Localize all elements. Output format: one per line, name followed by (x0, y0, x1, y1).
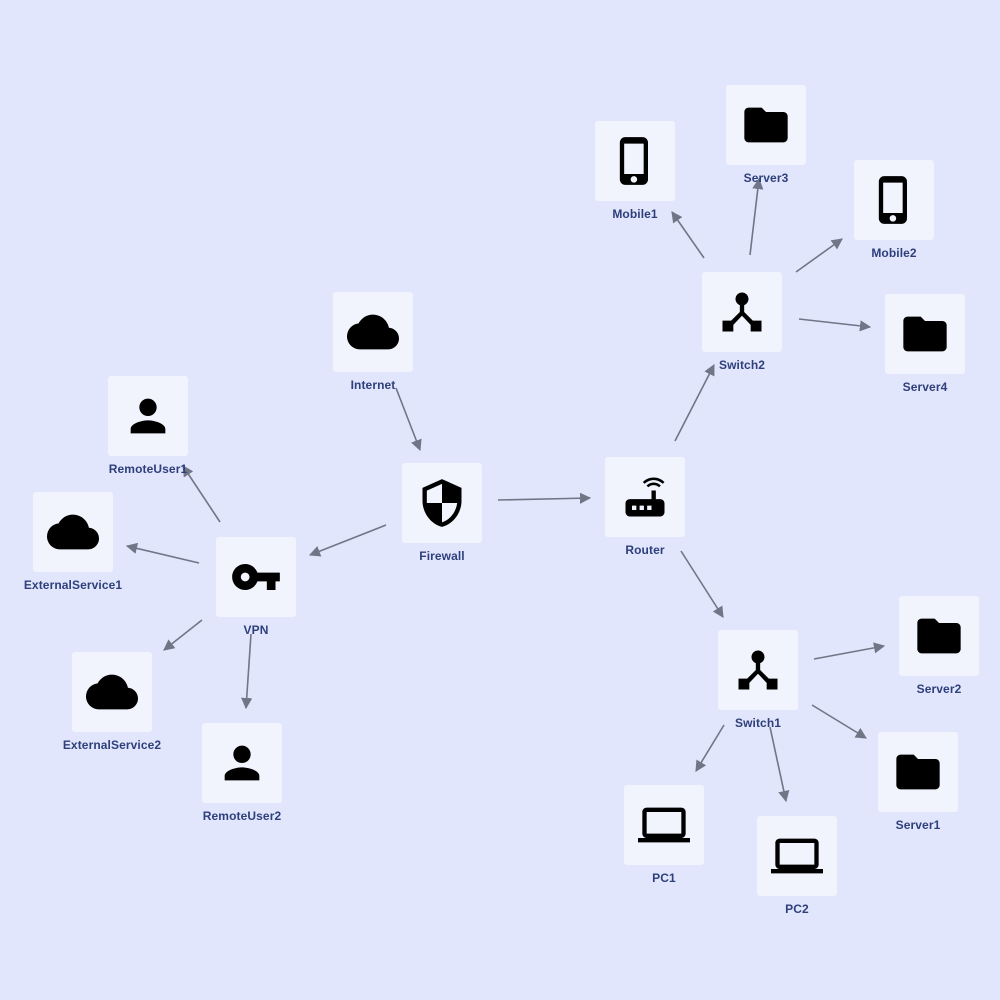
edge-switch1-pc2 (769, 726, 790, 803)
node-pc2[interactable]: PC2 (757, 816, 837, 916)
edge-firewall-vpn (308, 524, 387, 557)
edge-vpn-externalservice2 (163, 619, 203, 651)
node-label: ExternalService1 (23, 578, 123, 592)
node-label: RemoteUser1 (108, 462, 188, 476)
key-icon (230, 551, 282, 603)
node-box (216, 537, 296, 617)
node-box (854, 160, 934, 240)
edge-vpn-externalservice1 (125, 542, 200, 564)
laptop-icon (771, 830, 823, 882)
edge-vpn-remoteuser2 (241, 633, 253, 710)
node-box (885, 294, 965, 374)
node-label: Server2 (916, 682, 962, 696)
edge-switch1-pc1 (695, 724, 725, 772)
node-label: Firewall (419, 549, 465, 563)
node-switch2[interactable]: Switch2 (702, 272, 782, 372)
node-externalservice1[interactable]: ExternalService1 (24, 492, 122, 592)
node-remoteuser2[interactable]: RemoteUser2 (202, 723, 282, 823)
edge-switch2-server3 (749, 177, 764, 256)
node-server4[interactable]: Server4 (885, 294, 965, 394)
node-box (33, 492, 113, 572)
node-remoteuser1[interactable]: RemoteUser1 (108, 376, 188, 476)
node-label: RemoteUser2 (202, 809, 282, 823)
node-label: ExternalService2 (62, 738, 162, 752)
node-box (108, 376, 188, 456)
node-label: Internet (350, 378, 396, 392)
edge-switch2-mobile1 (671, 211, 705, 259)
node-server3[interactable]: Server3 (726, 85, 806, 185)
edge-switch1-server2 (813, 642, 886, 660)
folder-icon (892, 746, 944, 798)
folder-icon (740, 99, 792, 151)
node-mobile1[interactable]: Mobile1 (595, 121, 675, 221)
node-internet[interactable]: Internet (333, 292, 413, 392)
smartphone-icon (868, 174, 920, 226)
edge-vpn-remoteuser1 (182, 465, 221, 523)
node-box (878, 732, 958, 812)
folder-icon (913, 610, 965, 662)
node-firewall[interactable]: Firewall (402, 463, 482, 563)
node-label: Mobile1 (612, 207, 658, 221)
smartphone-icon (609, 135, 661, 187)
cloud-icon (86, 666, 138, 718)
laptop-icon (638, 799, 690, 851)
node-box (333, 292, 413, 372)
edge-switch1-server1 (811, 704, 867, 739)
edge-firewall-router (497, 492, 592, 504)
node-box (718, 630, 798, 710)
cloud-icon (47, 506, 99, 558)
node-box (202, 723, 282, 803)
node-box (624, 785, 704, 865)
node-vpn[interactable]: VPN (216, 537, 296, 637)
edge-internet-firewall (395, 387, 422, 452)
edge-router-switch2 (674, 364, 715, 442)
cloud-icon (347, 306, 399, 358)
shield-icon (416, 477, 468, 529)
switch-icon (732, 644, 784, 696)
node-pc1[interactable]: PC1 (624, 785, 704, 885)
edge-switch2-mobile2 (795, 238, 843, 273)
node-label: PC1 (652, 871, 676, 885)
node-server1[interactable]: Server1 (878, 732, 958, 832)
node-box (605, 457, 685, 537)
node-label: Mobile2 (871, 246, 917, 260)
node-box (72, 652, 152, 732)
node-externalservice2[interactable]: ExternalService2 (63, 652, 161, 752)
node-label: Router (625, 543, 665, 557)
node-box (402, 463, 482, 543)
node-label: Server3 (743, 171, 789, 185)
switch-icon (716, 286, 768, 338)
person-icon (216, 737, 268, 789)
person-icon (122, 390, 174, 442)
node-switch1[interactable]: Switch1 (718, 630, 798, 730)
node-label: Switch2 (718, 358, 766, 372)
folder-icon (899, 308, 951, 360)
edge-router-switch1 (680, 550, 724, 618)
node-box (757, 816, 837, 896)
node-label: PC2 (785, 902, 809, 916)
node-label: Server1 (895, 818, 941, 832)
node-router[interactable]: Router (605, 457, 685, 557)
node-box (726, 85, 806, 165)
node-box (899, 596, 979, 676)
node-label: VPN (243, 623, 269, 637)
router-icon (619, 471, 671, 523)
edge-switch2-server4 (798, 318, 872, 332)
node-box (702, 272, 782, 352)
node-label: Switch1 (734, 716, 782, 730)
node-server2[interactable]: Server2 (899, 596, 979, 696)
node-mobile2[interactable]: Mobile2 (854, 160, 934, 260)
node-label: Server4 (902, 380, 948, 394)
node-box (595, 121, 675, 201)
